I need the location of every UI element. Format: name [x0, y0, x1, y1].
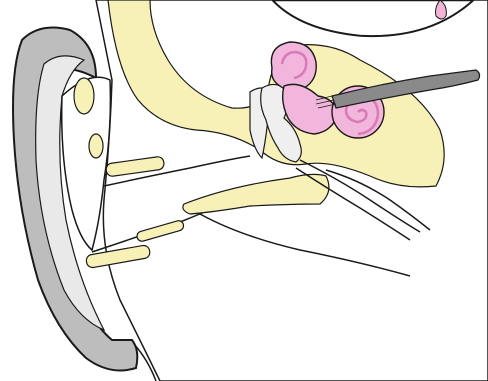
pinna-cartilage-1: [74, 78, 94, 114]
semicircular-canals: [271, 42, 316, 91]
pinna-cartilage-2: [89, 134, 103, 158]
